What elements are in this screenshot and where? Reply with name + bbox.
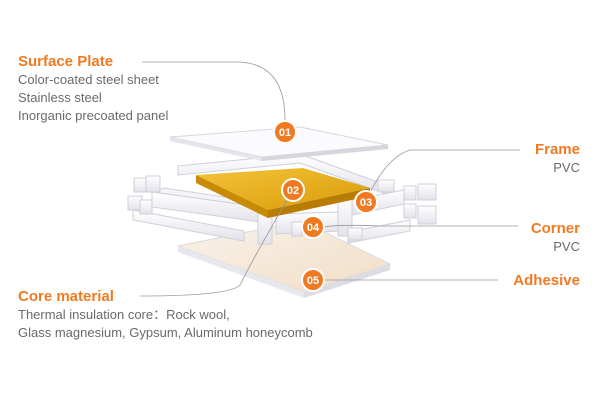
svg-text:01: 01 xyxy=(279,127,291,139)
svg-text:05: 05 xyxy=(307,275,319,287)
label-frame: Frame PVC xyxy=(535,141,580,177)
core-material-title: Core material xyxy=(18,288,114,305)
surface-plate-line-1: Color-coated steel sheet xyxy=(18,72,159,87)
badge-01: 01 xyxy=(273,120,297,144)
label-corner: Corner PVC xyxy=(531,220,580,256)
frame-line-1: PVC xyxy=(553,160,580,175)
core-material-line-2: Glass magnesium, Gypsum, Aluminum honeyc… xyxy=(18,325,313,340)
label-surface-plate: Surface Plate Color-coated steel sheet S… xyxy=(18,53,168,125)
surface-plate-line-3: Inorganic precoated panel xyxy=(18,108,169,123)
surface-plate-title: Surface Plate xyxy=(18,53,114,70)
adhesive-title: Adhesive xyxy=(513,272,580,289)
badge-04: 04 xyxy=(301,215,325,239)
corner-line-1: PVC xyxy=(553,239,580,254)
corner-title: Corner xyxy=(530,220,580,237)
frame-title: Frame xyxy=(534,141,580,158)
badge-02: 02 xyxy=(281,178,305,202)
corner-pieces xyxy=(127,175,437,245)
svg-text:02: 02 xyxy=(287,185,299,197)
core-material-line-1: Thermal insulation core：Rock wool, xyxy=(18,307,230,322)
surface-plate-line-2: Stainless steel xyxy=(18,90,102,105)
badge-05: 05 xyxy=(301,268,325,292)
leader-surface-plate xyxy=(142,61,286,121)
badge-03: 03 xyxy=(354,190,378,214)
svg-text:03: 03 xyxy=(360,197,372,209)
label-core-material: Core material Thermal insulation core：Ro… xyxy=(18,288,313,342)
svg-text:04: 04 xyxy=(307,222,320,234)
label-adhesive: Adhesive xyxy=(513,272,580,290)
leader-core-material xyxy=(139,189,294,297)
